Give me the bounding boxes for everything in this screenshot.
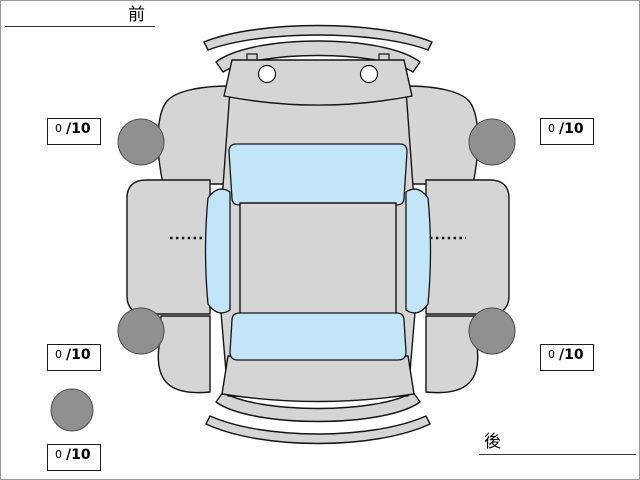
tire-score-max: /10 xyxy=(66,447,91,463)
front-label-underline xyxy=(5,26,155,27)
door-panel-right xyxy=(425,179,510,315)
side-window-left xyxy=(204,188,231,314)
trunk-lid xyxy=(221,355,415,403)
hood xyxy=(223,59,413,106)
rear-label-underline xyxy=(479,454,636,455)
cabin-roof xyxy=(239,202,397,316)
quarter-panel-right xyxy=(425,315,479,394)
front-label: 前 xyxy=(128,5,146,25)
rear-bumper-lip xyxy=(205,415,431,445)
headlamp-washer-left xyxy=(257,64,277,84)
tire-rear-left xyxy=(117,307,165,355)
tire-score-value: 0 xyxy=(548,122,555,135)
tire-score-front-left: 0 /10 xyxy=(47,118,101,145)
side-window-right xyxy=(405,188,432,314)
tire-score-rear-right: 0 /10 xyxy=(540,344,594,371)
tire-score-value: 0 xyxy=(55,122,62,135)
front-bumper xyxy=(215,40,421,73)
windshield xyxy=(228,143,408,206)
tire-score-max: /10 xyxy=(66,347,91,363)
tire-front-left xyxy=(117,118,165,166)
quarter-panel-left xyxy=(157,315,211,394)
tire-score-front-right: 0 /10 xyxy=(540,118,594,145)
tire-score-max: /10 xyxy=(559,347,584,363)
front-bumper-lip xyxy=(203,24,433,51)
front-fender-right xyxy=(405,85,479,185)
tire-score-spare: 0 /10 xyxy=(47,444,101,471)
tire-score-rear-left: 0 /10 xyxy=(47,344,101,371)
door-panel-left xyxy=(126,179,211,315)
front-fender-left xyxy=(157,85,231,185)
tire-front-right xyxy=(468,118,516,166)
tire-rear-right xyxy=(468,307,516,355)
rear-window xyxy=(229,312,407,361)
tire-score-value: 0 xyxy=(55,348,62,361)
spare-tire xyxy=(50,388,94,432)
headlamp-washer-right xyxy=(359,64,379,84)
tire-score-value: 0 xyxy=(548,348,555,361)
rear-label: 後 xyxy=(484,432,502,452)
tire-score-max: /10 xyxy=(559,121,584,137)
tire-score-value: 0 xyxy=(55,448,62,461)
tire-score-max: /10 xyxy=(66,121,91,137)
